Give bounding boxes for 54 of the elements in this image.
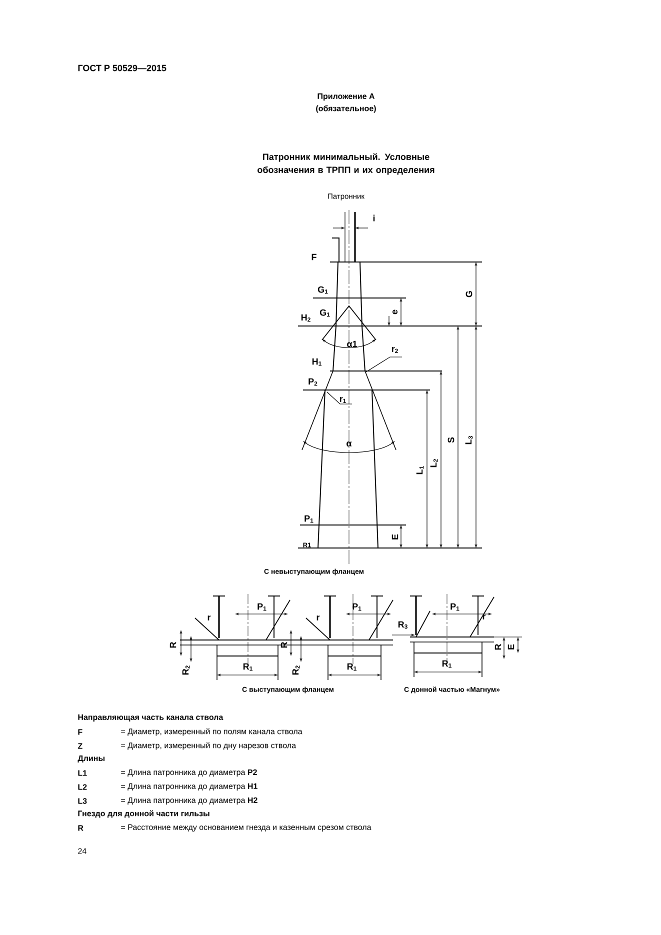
dimension-label: R$_{1}$ bbox=[442, 660, 452, 668]
dimension-label: E bbox=[392, 534, 398, 540]
dimension-label: R bbox=[170, 642, 176, 648]
dimension-label: P$_{1}$ bbox=[352, 603, 362, 611]
dimension-label: H$_{1}$ bbox=[312, 358, 322, 366]
dimension-label: G$_{1}$ bbox=[320, 309, 330, 317]
dimension-label: e bbox=[392, 310, 398, 314]
dimension-label: G bbox=[466, 291, 472, 298]
dimension-label: L$_{1}$ bbox=[416, 466, 424, 474]
symbol: L1 bbox=[78, 770, 87, 776]
page-number: 24 bbox=[78, 848, 86, 854]
section-heading: Гнездо для донной части гильзы bbox=[78, 810, 210, 818]
definition: = Длина патронника до диаметра P2 bbox=[121, 769, 257, 777]
dimension-label: R$_{3}$ bbox=[398, 621, 408, 629]
section-heading: Направляющая часть канала ствола bbox=[78, 714, 224, 722]
dimension-label: α1 bbox=[347, 340, 358, 348]
dimension-label: r$_{1}$ bbox=[340, 397, 346, 403]
symbol: R bbox=[78, 825, 84, 831]
definition: = Длина патронника до диаметра H2 bbox=[121, 797, 258, 805]
dimension-label: r bbox=[208, 616, 211, 620]
dimension-label: R bbox=[494, 644, 502, 650]
dimension-label: E bbox=[508, 644, 514, 650]
definition: = Длина патронника до диаметра H1 bbox=[121, 783, 258, 791]
definition: = Диаметр, измеренный по дну нарезов ствола bbox=[121, 742, 296, 750]
dimension-label: F bbox=[312, 254, 316, 260]
dimension-label: H$_{2}$ bbox=[301, 314, 310, 322]
section-heading: Длины bbox=[78, 755, 104, 763]
dimension-label: R$_{2}$ bbox=[182, 666, 190, 675]
dimension-label: R$_{1}$ bbox=[347, 663, 356, 671]
dimension-label: P$_{2}$ bbox=[308, 378, 318, 386]
dimension-label: R$_{2}$ bbox=[292, 666, 300, 675]
dimension-label: R bbox=[280, 642, 288, 648]
dimension-label: r bbox=[316, 616, 320, 620]
symbol: L2 bbox=[78, 784, 87, 790]
dimension-label: r$_{2}$ bbox=[392, 347, 398, 353]
annex-label: (обязательное) bbox=[316, 105, 376, 113]
dimension-label: S bbox=[448, 437, 454, 443]
definition: = Диаметр, измеренный по полям канала ствола bbox=[121, 728, 302, 736]
dimension-label: L$_{3}$ bbox=[465, 436, 473, 444]
symbol: F bbox=[78, 729, 82, 735]
dimension-label: P$_{1}$ bbox=[304, 515, 314, 523]
dimension-label: G$_{1}$ bbox=[318, 286, 328, 294]
dimension-label: i bbox=[373, 214, 375, 222]
header: ГОСТ Р 50529—2015 bbox=[78, 64, 166, 72]
dimension-label: P$_{1}$ bbox=[450, 603, 460, 611]
symbol: Z bbox=[78, 743, 82, 749]
title: Патронник минимальный. Условные обозначения в ТРПП и их определения bbox=[258, 153, 434, 175]
dimension-label: L$_{2}$ bbox=[430, 459, 438, 468]
definition: = Расстояние между основанием гнезда и казенным срезом ствола bbox=[121, 824, 372, 832]
dimension-label: P$_{1}$ bbox=[258, 603, 266, 611]
dimension-label: α bbox=[346, 442, 352, 446]
annex-label: Приложение А bbox=[318, 93, 375, 101]
dimension-label: R$_{1}$ bbox=[243, 663, 252, 671]
symbol: L3 bbox=[78, 798, 87, 804]
